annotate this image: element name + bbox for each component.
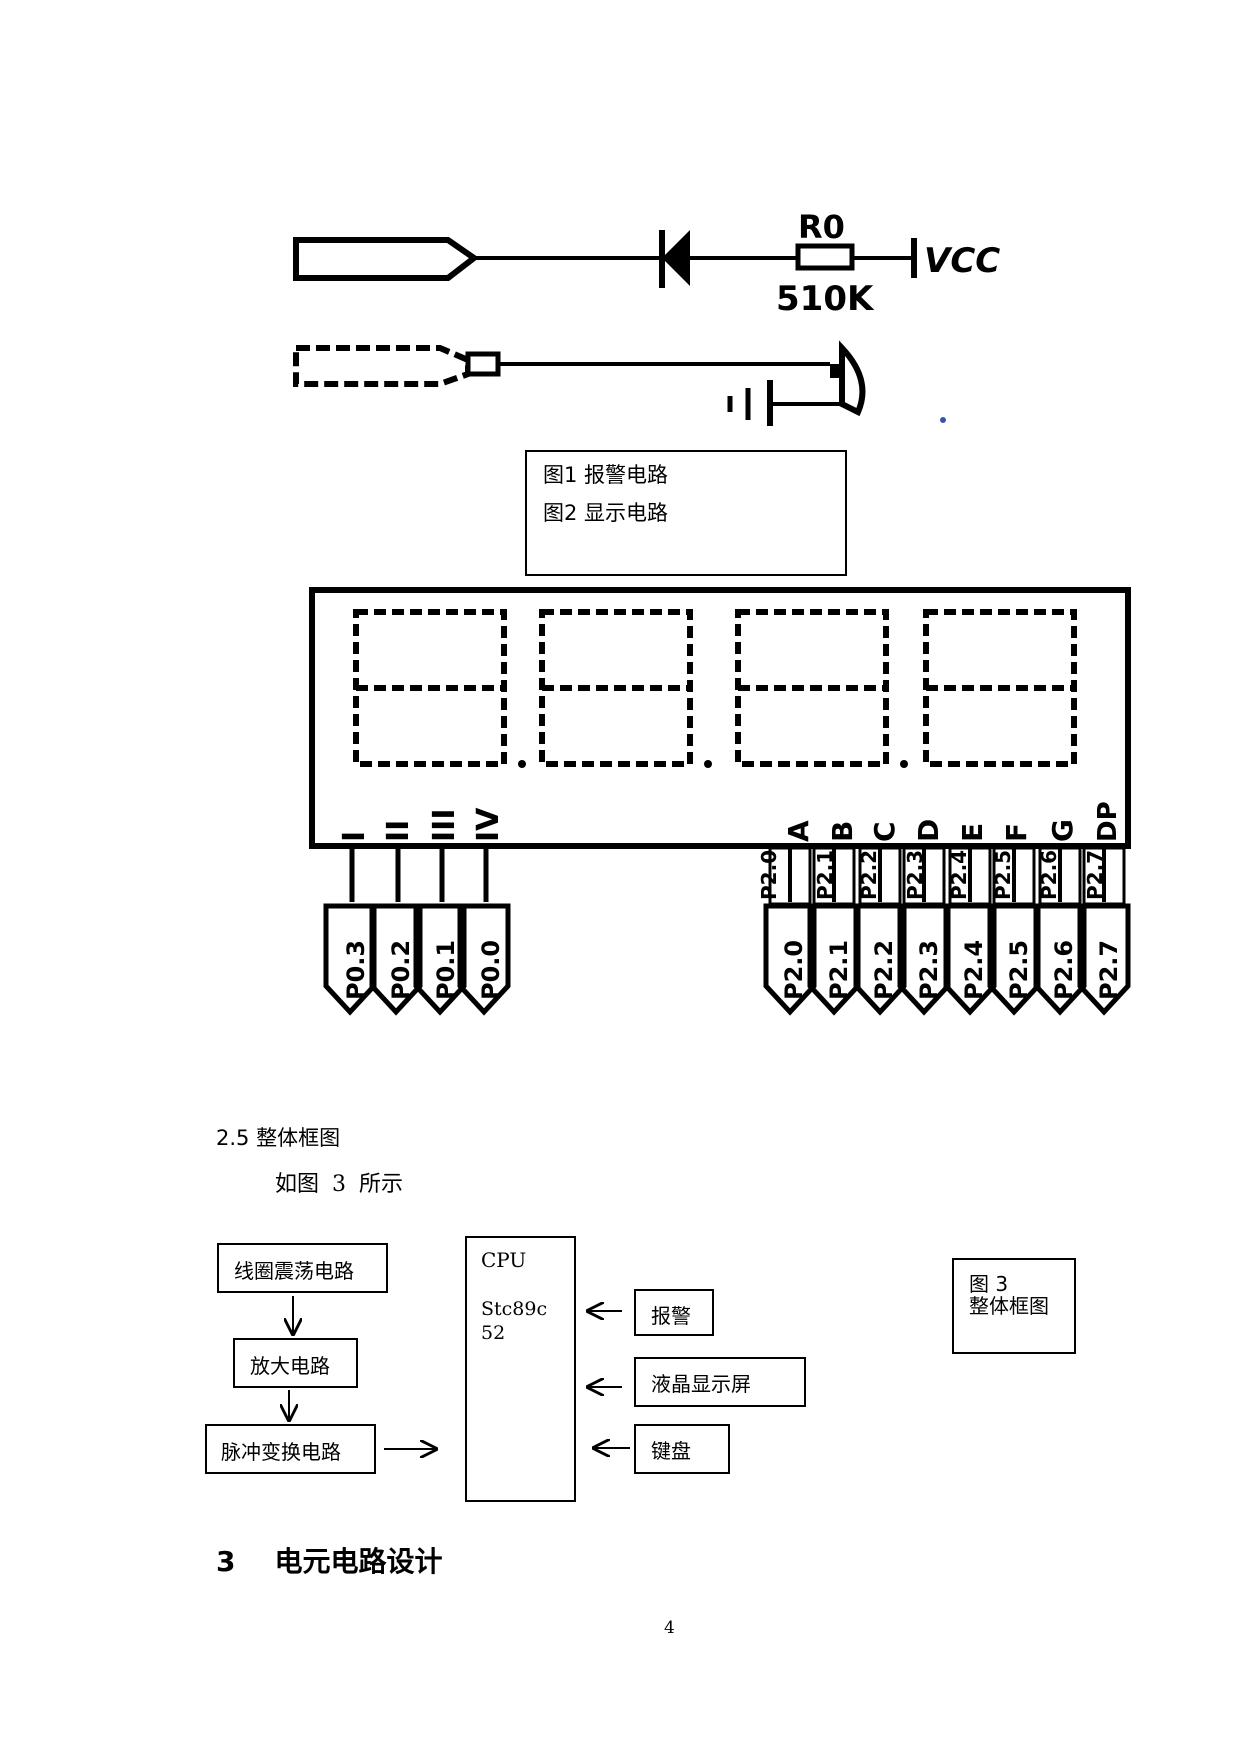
segment-label-c: C — [868, 821, 901, 842]
digit-port-connector-2 — [413, 903, 467, 1016]
segment-label-d: D — [912, 819, 945, 842]
display-circuit-diagram: I II III IV A B C D E F G DP P2.0 P2.1 P… — [309, 587, 1131, 1016]
diode-symbol — [662, 230, 690, 286]
segment-port-connector-2 — [853, 903, 907, 1016]
seven-segment-module — [309, 587, 1131, 849]
digit-3 — [735, 609, 908, 768]
cpu-model-line1: Stc89c — [481, 1298, 548, 1320]
segment-wire-label-2: P2.2 — [857, 850, 881, 900]
segment-port-connector-6 — [1033, 903, 1087, 1016]
digit-port-connector-1 — [369, 903, 423, 1016]
digit-4 — [923, 609, 1077, 767]
decimal-point-1 — [518, 760, 526, 768]
segment-port-label-4: P2.4 — [960, 940, 988, 1000]
segment-label-g: G — [1046, 819, 1079, 842]
segment-wire-label-4: P2.4 — [947, 850, 971, 900]
probe-upper — [293, 237, 480, 281]
segment-wire-label-5: P2.5 — [991, 850, 1015, 900]
figure-3-caption-line2: 整体框图 — [969, 1294, 1049, 1318]
segment-port-label-7: P2.7 — [1095, 940, 1123, 1000]
section-2-5-body: 如图 3 所示 — [275, 1172, 403, 1197]
segment-wire-label-7: P2.7 — [1083, 850, 1107, 900]
digit-1 — [353, 609, 526, 768]
cpu-title: CPU — [481, 1248, 527, 1272]
segment-wire-label-3: P2.3 — [903, 850, 927, 900]
vcc-label: VCC — [924, 241, 1000, 281]
resistor-label: R0 — [798, 208, 845, 246]
block-cpu: CPU Stc89c 52 — [465, 1236, 576, 1502]
digit-port-connector-0 — [323, 903, 377, 1016]
block-pulse-converter: 脉冲变换电路 — [205, 1424, 376, 1474]
figure-caption-box: 图1 报警电路 图2 显示电路 — [525, 450, 847, 576]
segment-label-b: B — [826, 821, 859, 842]
stray-dot — [940, 417, 946, 423]
digit-label-4: IV — [471, 807, 506, 842]
digit-label-3: III — [427, 809, 462, 843]
digit-port-label-2: P0.1 — [432, 940, 460, 1000]
segment-port-label-2: P2.2 — [870, 940, 898, 1000]
figure-3-caption-box: 图 3 整体框图 — [952, 1258, 1076, 1354]
resistor-value: 510K — [776, 279, 875, 319]
caption-figure-2: 图2 显示电路 — [543, 501, 669, 525]
segment-port-connector-5 — [987, 903, 1041, 1016]
segment-port-connector-1 — [807, 903, 861, 1016]
segment-pins — [763, 846, 1131, 1016]
decimal-point-3 — [900, 760, 908, 768]
digit-port-connector-3 — [457, 903, 511, 1016]
segment-port-connector-7 — [1077, 903, 1131, 1016]
segment-port-connector-3 — [897, 903, 951, 1016]
segment-port-label-0: P2.0 — [780, 940, 808, 1000]
section-3-heading: 3 电元电路设计 — [216, 1545, 443, 1578]
decimal-point-2 — [704, 760, 712, 768]
segment-label-e: E — [956, 823, 989, 842]
digit-port-label-1: P0.2 — [387, 940, 415, 1000]
block-lcd: 液晶显示屏 — [634, 1357, 806, 1407]
cpu-model-line2: 52 — [481, 1322, 506, 1344]
block-amplifier: 放大电路 — [233, 1338, 358, 1388]
block-alarm: 报警 — [634, 1289, 714, 1336]
segment-port-label-3: P2.3 — [915, 940, 943, 1000]
segment-port-label-1: P2.1 — [825, 940, 853, 1000]
block-coil-oscillator: 线圈震荡电路 — [217, 1243, 388, 1293]
segment-port-connector-0 — [763, 903, 817, 1016]
seven-segment-digits — [353, 609, 1077, 768]
segment-port-label-5: P2.5 — [1005, 940, 1033, 1000]
digit-2 — [539, 609, 712, 768]
segment-label-dp: DP — [1093, 801, 1123, 842]
segment-port-label-6: P2.6 — [1050, 940, 1078, 1000]
caption-figure-1: 图1 报警电路 — [543, 463, 669, 487]
block-diagram-arrows — [0, 1296, 630, 1520]
segment-wire-label-1: P2.1 — [813, 850, 837, 900]
alarm-circuit-diagram: R0 510K VCC — [293, 208, 1000, 426]
digit-port-label-0: P0.3 — [342, 940, 370, 1000]
digit-pins — [323, 846, 511, 1016]
segment-label-f: F — [1000, 823, 1033, 842]
digit-label-1: I — [337, 831, 372, 842]
figure-3-caption-line1: 图 3 — [969, 1272, 1009, 1296]
segment-wire-label-0: P2.0 — [757, 850, 781, 900]
digit-label-2: II — [381, 820, 416, 842]
section-2-5-heading: 2.5 整体框图 — [216, 1126, 341, 1150]
block-keyboard: 键盘 — [634, 1424, 730, 1474]
page-number: 4 — [664, 1618, 675, 1638]
digit-port-label-3: P0.0 — [477, 940, 505, 1000]
segment-port-connector-4 — [943, 903, 997, 1016]
segment-wire-label-6: P2.6 — [1037, 850, 1061, 900]
segment-label-a: A — [782, 820, 815, 842]
